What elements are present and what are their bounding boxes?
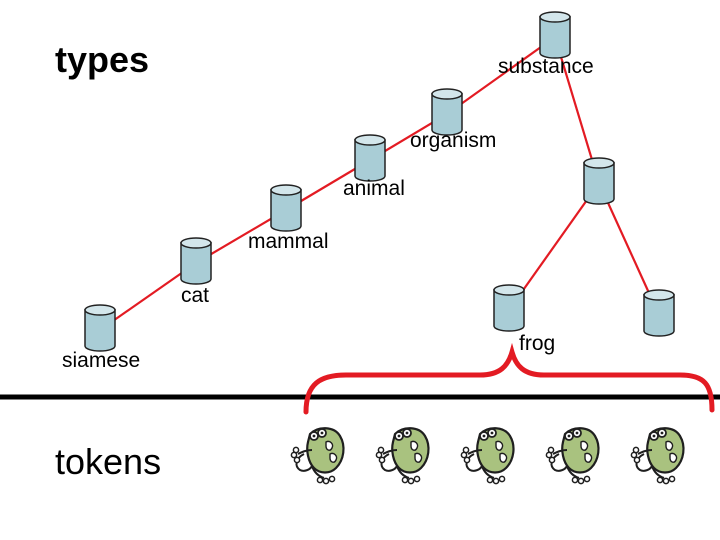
tokens-brace [306, 352, 712, 412]
node-label-animal: animal [343, 178, 405, 199]
frog-icon [291, 428, 343, 483]
node-mid-cylinder [584, 158, 614, 204]
frog-icon [461, 428, 513, 483]
node-label-frog: frog [519, 333, 555, 354]
node-animal-cylinder [355, 135, 385, 181]
node-cat-cylinder [181, 238, 211, 284]
types-title: types [55, 42, 149, 78]
node-mammal-cylinder [271, 185, 301, 231]
node-label-cat: cat [181, 285, 209, 306]
node-label-siamese: siamese [62, 350, 140, 371]
node-frog-cylinder [494, 285, 524, 331]
frog-icon [376, 428, 428, 483]
frog-icon [546, 428, 598, 483]
node-substance-cylinder [540, 12, 570, 58]
token-frogs [291, 428, 683, 483]
node-label-substance: substance [498, 56, 594, 77]
tokens-title: tokens [55, 444, 161, 480]
frog-icon [631, 428, 683, 483]
node-siamese-cylinder [85, 305, 115, 351]
node-label-mammal: mammal [248, 231, 329, 252]
node-right-cylinder [644, 290, 674, 336]
node-label-organism: organism [410, 130, 496, 151]
